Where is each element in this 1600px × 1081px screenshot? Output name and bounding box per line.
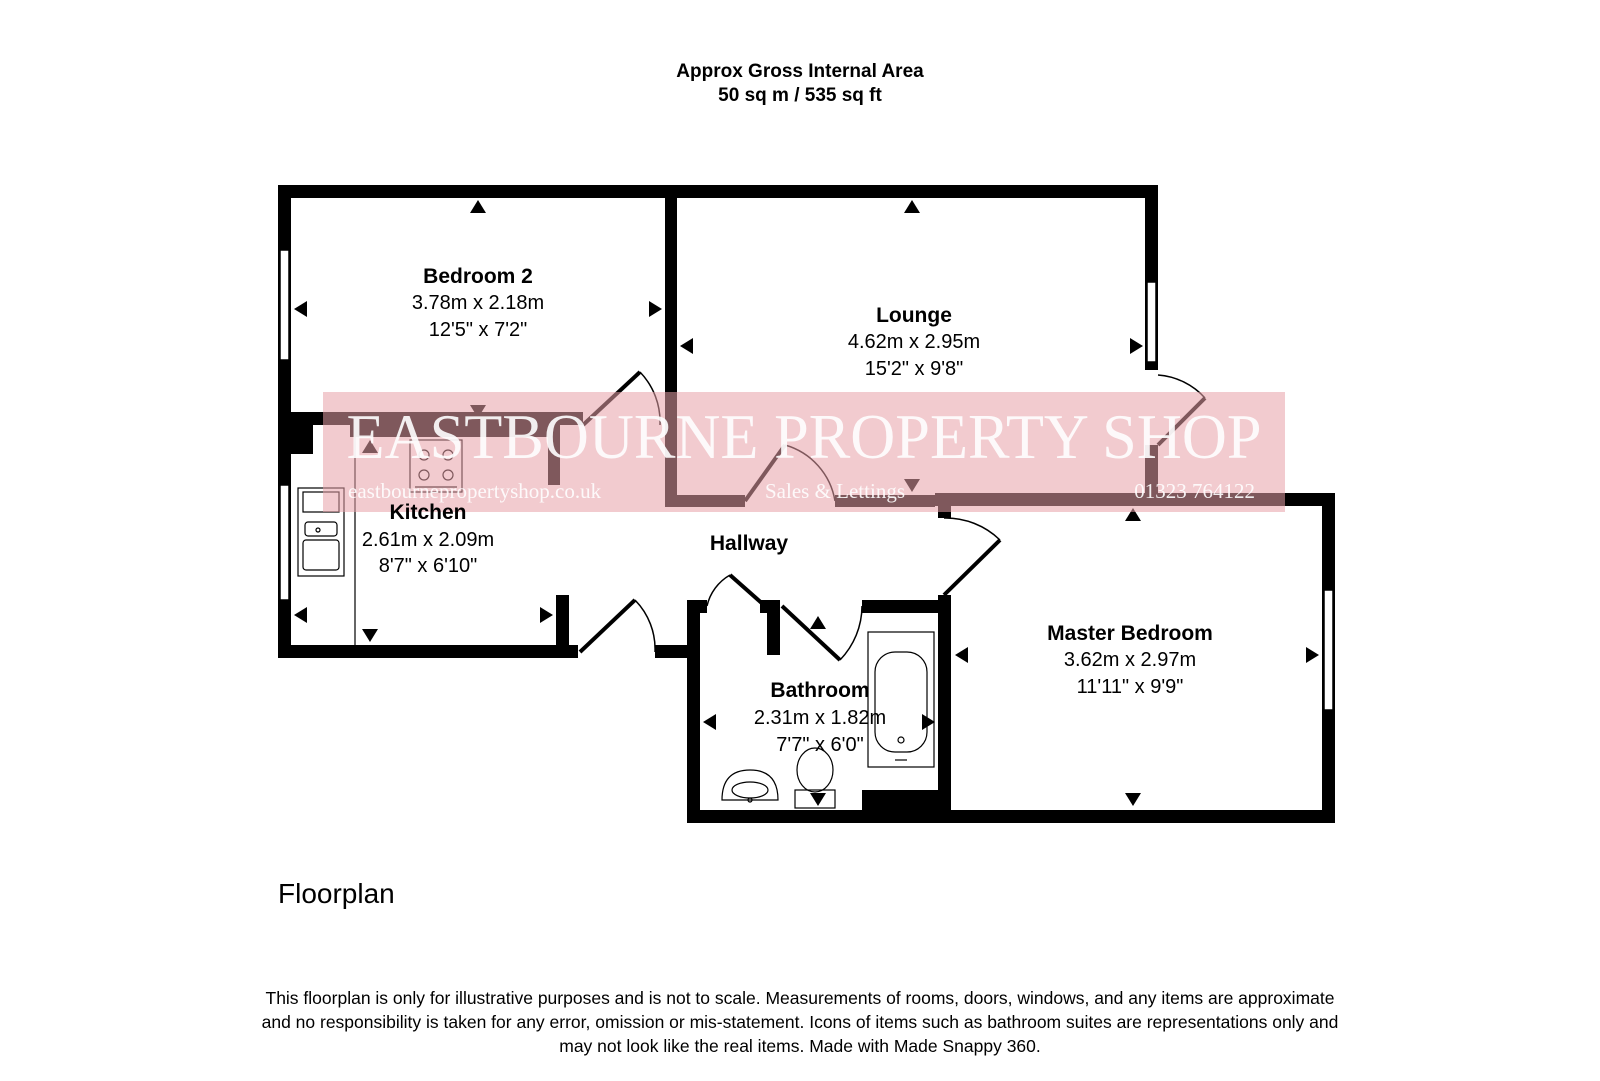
wall-kitchen-bottom bbox=[278, 645, 578, 658]
room-metric-lounge: 4.62m x 2.95m bbox=[848, 331, 980, 353]
sink-icon bbox=[297, 487, 345, 577]
arrow bbox=[810, 616, 826, 629]
wall-kitchen-right-stub bbox=[556, 595, 569, 658]
basin-icon bbox=[721, 769, 779, 803]
wall-bath-left bbox=[687, 600, 700, 823]
door-kitchen bbox=[578, 598, 656, 654]
area-title: Approx Gross Internal Area bbox=[676, 61, 924, 82]
disclaimer-line: This floorplan is only for illustrative … bbox=[265, 988, 1335, 1008]
wall-bottom-right bbox=[687, 810, 1335, 823]
room-name-kitchen: Kitchen bbox=[389, 501, 466, 524]
arrow bbox=[470, 200, 486, 213]
room-imperial-kitchen: 8'7" x 6'10" bbox=[379, 555, 478, 577]
room-imperial-bedroom2: 12'5" x 7'2" bbox=[429, 319, 528, 341]
disclaimer: This floorplan is only for illustrative … bbox=[180, 986, 1420, 1058]
door-bathroom bbox=[780, 604, 863, 662]
arrow bbox=[904, 200, 920, 213]
watermark-tagline: Sales & Lettings bbox=[765, 479, 905, 503]
room-metric-kitchen: 2.61m x 2.09m bbox=[362, 529, 494, 551]
watermark-banner bbox=[323, 392, 1285, 512]
toilet-icon bbox=[794, 747, 836, 809]
wall-bath-top-a bbox=[687, 600, 707, 613]
room-name-lounge: Lounge bbox=[876, 304, 952, 327]
arrow bbox=[362, 629, 378, 642]
room-name-bedroom2: Bedroom 2 bbox=[423, 265, 533, 288]
wall-master-left bbox=[938, 595, 951, 823]
arrow bbox=[294, 301, 307, 317]
window-master bbox=[1323, 589, 1334, 711]
room-metric-master: 3.62m x 2.97m bbox=[1064, 649, 1196, 671]
wall-hall-bottom-stub bbox=[655, 645, 700, 658]
wall-bath-corner bbox=[862, 790, 938, 822]
watermark-phone: 01323 764122 bbox=[1134, 479, 1255, 503]
arrow bbox=[1130, 338, 1143, 354]
wall-bath-stub bbox=[767, 600, 780, 655]
window-kitchen bbox=[279, 484, 290, 601]
arrow bbox=[1306, 647, 1319, 663]
arrow bbox=[922, 714, 935, 730]
disclaimer-line: and no responsibility is taken for any e… bbox=[261, 1012, 1339, 1032]
wall-top bbox=[278, 185, 1158, 198]
wall-bath-top-c bbox=[862, 600, 951, 613]
arrow bbox=[955, 647, 968, 663]
room-imperial-bathroom: 7'7" x 6'0" bbox=[776, 734, 863, 756]
room-metric-bathroom: 2.31m x 1.82m bbox=[754, 707, 886, 729]
door-cupboard bbox=[706, 573, 767, 608]
door-master bbox=[942, 517, 1002, 597]
arrow bbox=[294, 607, 307, 623]
watermark-brand: EASTBOURNE PROPERTY SHOP bbox=[347, 401, 1262, 472]
room-name-bathroom: Bathroom bbox=[770, 679, 869, 702]
wall-bed2-bottom-stub bbox=[278, 412, 313, 454]
watermark: EASTBOURNE PROPERTY SHOP eastbourneprope… bbox=[323, 392, 1285, 512]
room-imperial-lounge: 15'2" x 9'8" bbox=[865, 358, 964, 380]
arrow bbox=[649, 301, 662, 317]
room-name-hallway: Hallway bbox=[710, 532, 789, 555]
room-metric-bedroom2: 3.78m x 2.18m bbox=[412, 292, 544, 314]
arrow bbox=[1125, 793, 1141, 806]
room-imperial-master: 11'11" x 9'9" bbox=[1077, 676, 1184, 698]
windows bbox=[279, 249, 1334, 711]
floorplan-title: Floorplan bbox=[278, 878, 395, 909]
arrow bbox=[703, 714, 716, 730]
room-labels: Bedroom 2 3.78m x 2.18m 12'5" x 7'2" Lou… bbox=[362, 265, 1213, 756]
room-name-master: Master Bedroom bbox=[1047, 622, 1213, 645]
window-bed2 bbox=[279, 249, 290, 361]
bath-icon bbox=[867, 631, 935, 768]
watermark-website: eastbournepropertyshop.co.uk bbox=[348, 479, 602, 503]
window-lounge bbox=[1146, 281, 1157, 363]
arrow bbox=[1125, 508, 1141, 521]
area-value: 50 sq m / 535 sq ft bbox=[718, 85, 882, 106]
disclaimer-line: may not look like the real items. Made w… bbox=[559, 1036, 1041, 1056]
arrow bbox=[680, 338, 693, 354]
arrow bbox=[810, 793, 826, 806]
arrow bbox=[540, 607, 553, 623]
